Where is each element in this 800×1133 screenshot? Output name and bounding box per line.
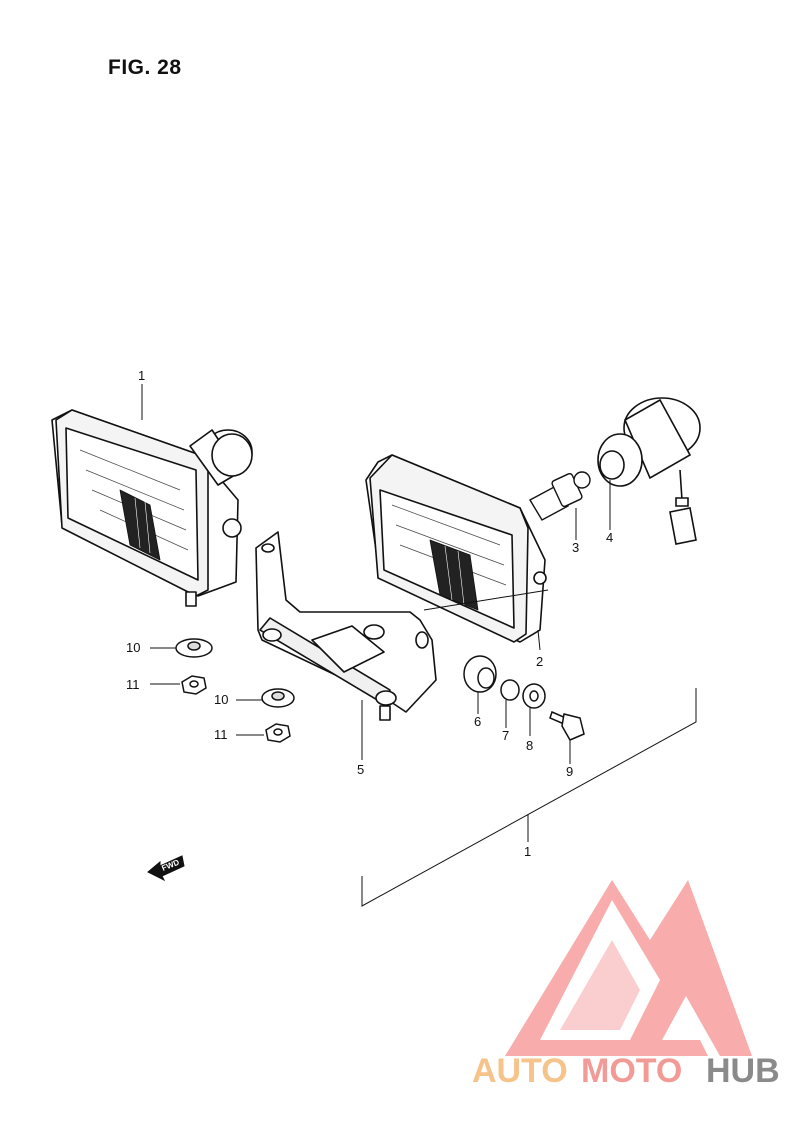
figure-title: FIG. 28 xyxy=(108,56,182,79)
callout-11-a: 11 xyxy=(126,677,140,692)
watermark-text: AUTO MOTO HUB xyxy=(472,1052,780,1090)
nut-11-b xyxy=(265,723,291,743)
right-fog-lamp xyxy=(365,454,547,643)
fwd-direction-marker: FWD xyxy=(147,855,185,882)
watermark-hub: HUB xyxy=(706,1052,780,1090)
callout-7: 7 xyxy=(502,728,509,743)
washer-10-b xyxy=(261,688,295,708)
washer xyxy=(522,683,546,709)
bulb-socket xyxy=(597,397,701,545)
callout-9: 9 xyxy=(566,764,573,779)
callouts: 1 2 3 4 5 6 7 8 9 10 11 10 11 1 xyxy=(126,368,613,859)
grommet xyxy=(463,655,497,693)
callout-10-a: 10 xyxy=(126,640,140,655)
watermark-logo xyxy=(505,880,752,1056)
watermark-triangle-icon xyxy=(505,880,752,1056)
bulb xyxy=(529,471,591,521)
mounting-bracket xyxy=(255,531,437,721)
callout-11-b: 11 xyxy=(214,727,228,742)
callout-2: 2 xyxy=(536,654,543,669)
callout-5: 5 xyxy=(357,762,364,777)
callout-10-b: 10 xyxy=(214,692,228,707)
callout-6: 6 xyxy=(474,714,481,729)
watermark-moto: MOTO xyxy=(581,1052,682,1090)
callout-4: 4 xyxy=(606,530,613,545)
left-fog-lamp xyxy=(51,409,253,607)
bolt xyxy=(549,710,585,741)
callout-1-left: 1 xyxy=(138,368,145,383)
nut-11-a xyxy=(181,675,207,695)
leader-lines xyxy=(141,384,697,907)
collar xyxy=(500,679,520,701)
watermark-auto: AUTO xyxy=(472,1052,568,1090)
arrow-left-icon xyxy=(147,855,185,882)
callout-8: 8 xyxy=(526,738,533,753)
callout-1-right: 1 xyxy=(524,844,531,859)
washer-10-a xyxy=(175,638,213,658)
callout-3: 3 xyxy=(572,540,579,555)
